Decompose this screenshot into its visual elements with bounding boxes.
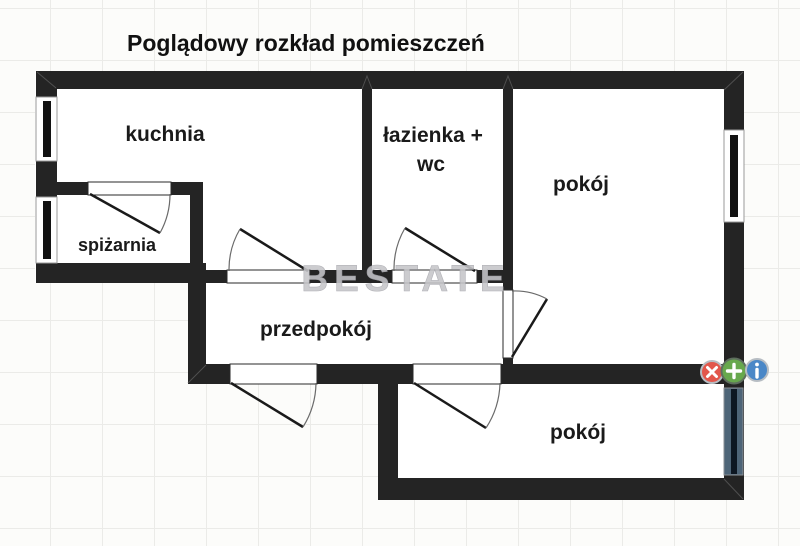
room-label-bathroom-line2: wc xyxy=(416,153,445,176)
wall-bathroom-right-upper xyxy=(503,89,513,290)
door-opening-room-top xyxy=(502,289,514,359)
window-room-bottom-dark xyxy=(723,387,744,476)
room-label-hallway: przedpokój xyxy=(260,318,372,341)
wall-bathroom-right-lower xyxy=(503,358,513,384)
door-entrance xyxy=(230,381,317,429)
door-openings xyxy=(87,181,514,385)
wall-miter-joints xyxy=(36,71,744,500)
close-icon-glyph xyxy=(706,366,718,378)
wall-bathroom-left xyxy=(362,89,372,283)
door-room-bottom xyxy=(413,381,501,430)
door-opening-kitchen xyxy=(226,269,311,284)
wall-top xyxy=(36,71,744,89)
wall-pantry-bottom xyxy=(36,263,206,283)
overlay-icons xyxy=(700,357,769,385)
door-room-top xyxy=(510,290,549,358)
wall-room-bottom-left xyxy=(378,384,398,500)
page-title: Poglądowy rozkład pomieszczeń xyxy=(127,30,485,56)
wall-hallway-left xyxy=(188,263,206,384)
door-opening-bathroom xyxy=(391,269,478,284)
door-opening-room-bottom xyxy=(412,363,502,385)
room-label-pantry: spiżarnia xyxy=(78,235,157,255)
room-label-kitchen: kuchnia xyxy=(125,123,205,146)
apartment-footprint xyxy=(35,71,744,500)
room-label-room-top: pokój xyxy=(553,173,609,196)
door-opening-pantry xyxy=(87,181,172,196)
door-opening-entrance xyxy=(229,363,318,385)
add-icon-glyph xyxy=(725,362,743,380)
door-kitchen xyxy=(228,227,309,273)
window-kitchen xyxy=(35,96,58,162)
close-button[interactable] xyxy=(700,360,724,384)
wall-pantry-right xyxy=(190,182,203,283)
room-label-bathroom-line1: łazienka + xyxy=(383,124,483,147)
door-bathroom xyxy=(393,226,476,273)
watermark: BESTATE xyxy=(301,258,510,299)
doors xyxy=(89,192,549,430)
info-button[interactable] xyxy=(745,358,769,382)
wall-bottom-room xyxy=(378,478,744,500)
info-icon-dot xyxy=(755,362,759,367)
windows xyxy=(35,96,745,476)
window-pantry xyxy=(35,196,58,264)
add-button[interactable] xyxy=(720,357,748,385)
window-room-top xyxy=(723,129,745,223)
room-label-room-bottom: pokój xyxy=(550,421,606,444)
door-pantry xyxy=(89,192,171,235)
